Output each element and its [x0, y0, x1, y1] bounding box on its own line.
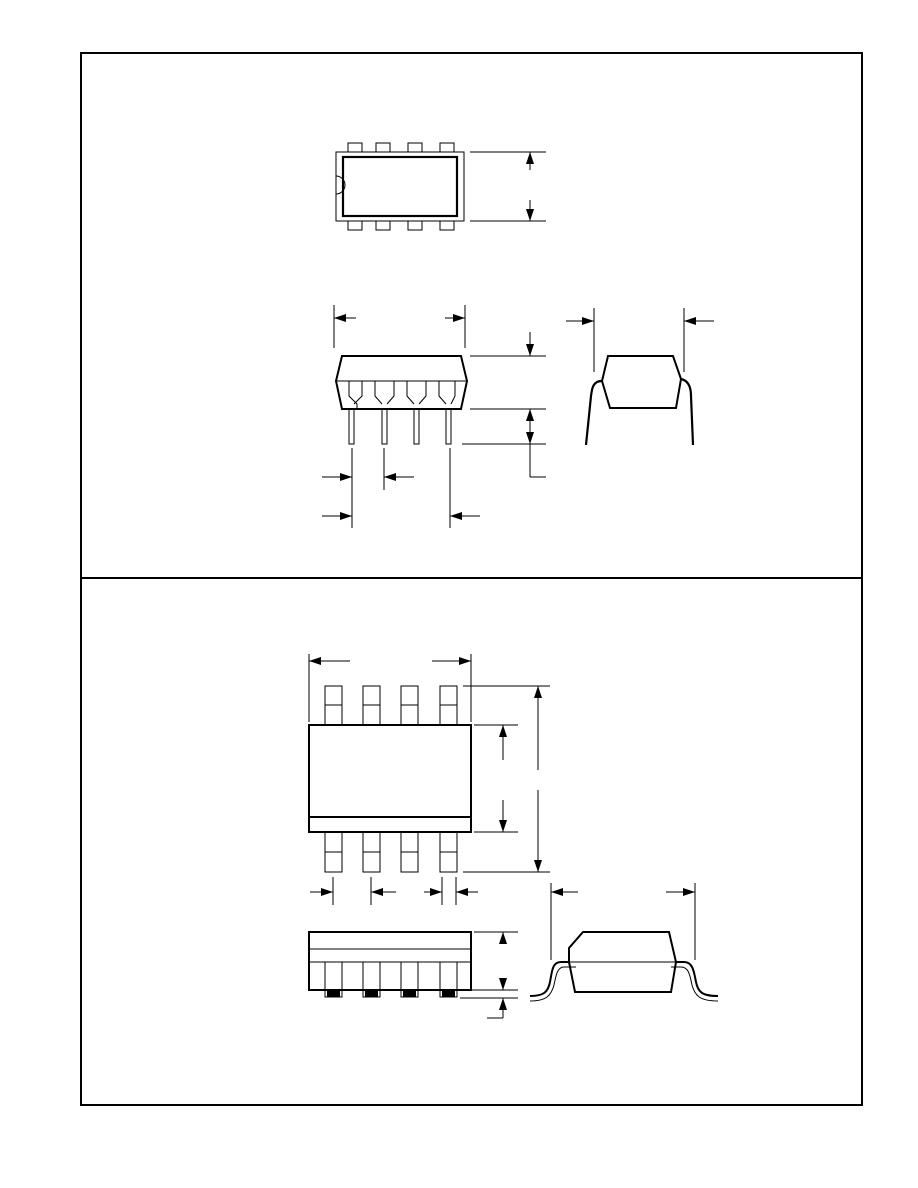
- dip8-lead: [445, 409, 452, 445]
- dip8-side-body: [600, 355, 683, 409]
- gull-wing-lead-right-inner: [671, 966, 719, 1002]
- dip8-front-body: [334, 355, 469, 410]
- dip8-top-pin: [347, 142, 363, 153]
- dip8-panel: [322, 142, 714, 528]
- soic8-front-body: [308, 931, 472, 991]
- dip8-top-pin: [407, 142, 423, 153]
- dip8-bottom-pin: [375, 220, 391, 231]
- soic8-top-view: [308, 654, 550, 905]
- lead-foot: [365, 990, 378, 997]
- soic8-body: [308, 724, 472, 833]
- dip8-body-outline: [335, 151, 465, 222]
- dip8-bottom-pin: [407, 220, 423, 231]
- gull-wing-lead-right: [676, 961, 719, 997]
- lead-foot: [327, 990, 340, 997]
- soic8-front-view: [308, 931, 518, 1019]
- dip8-side-view: [566, 308, 714, 446]
- dip8-lead: [348, 409, 355, 445]
- soic8-side-view: [529, 883, 719, 1002]
- lead-shoulder: [374, 381, 383, 405]
- soic8-panel: [308, 654, 719, 1019]
- soic8-side-body: [568, 931, 678, 993]
- dip8-front-view: [322, 305, 546, 528]
- dip8-top-pin: [439, 142, 455, 153]
- dip8-bottom-pin: [439, 220, 455, 231]
- dip8-top-pin: [375, 142, 391, 153]
- lead-shoulder: [450, 381, 456, 405]
- lead-shoulder: [386, 381, 395, 405]
- lead-shoulder: [418, 381, 427, 405]
- lead-shoulder: [353, 381, 363, 405]
- dip8-lead: [381, 409, 388, 445]
- dip8-side-lead: [584, 379, 603, 446]
- lead-foot: [442, 990, 455, 997]
- dip8-bottom-pin: [347, 220, 363, 231]
- dip8-side-lead: [680, 377, 695, 446]
- lead-foot: [403, 990, 416, 997]
- dip8-body-inner: [341, 155, 459, 218]
- lead-shoulder: [406, 381, 415, 405]
- lead-shoulder: [348, 381, 358, 409]
- lead-shoulder: [438, 381, 447, 405]
- dip8-top-view: [335, 142, 546, 231]
- pin1-notch: [335, 175, 346, 195]
- dip8-lead: [413, 409, 420, 445]
- gull-wing-lead-left: [529, 961, 569, 997]
- gull-wing-lead-left-inner: [529, 966, 576, 1002]
